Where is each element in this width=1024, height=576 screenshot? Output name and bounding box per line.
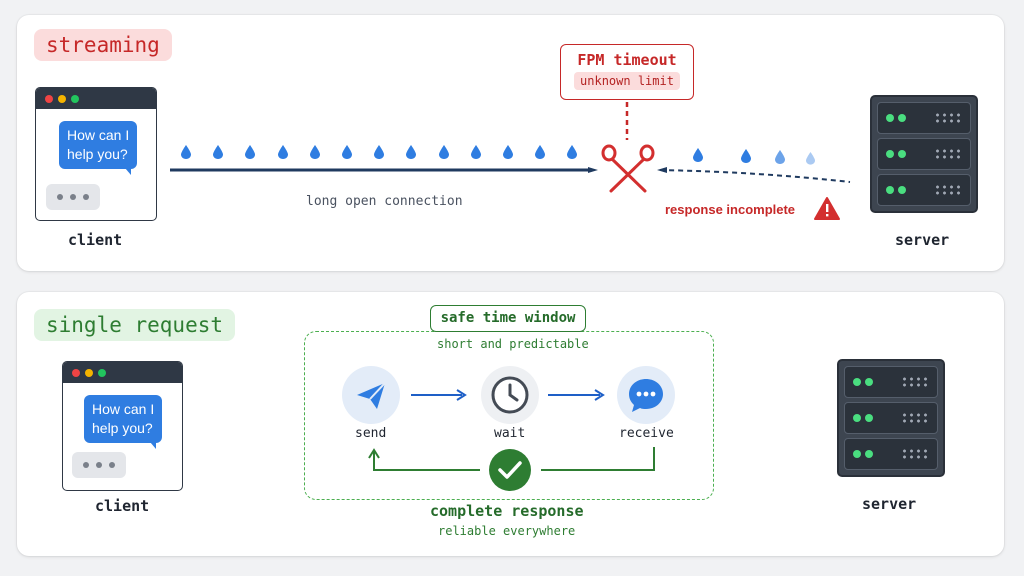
stream-drop-icon: [775, 150, 785, 169]
stream-drop-icon: [567, 145, 578, 164]
maximize-dot-icon: [71, 95, 79, 103]
typing-indicator-icon: [46, 184, 100, 210]
response-incomplete-label: response incomplete: [665, 202, 796, 217]
client-browser-window: How can I help you?: [62, 361, 183, 491]
server-caption: server: [895, 231, 950, 249]
stream-drop-icon: [277, 145, 288, 164]
stream-drop-icon: [470, 145, 481, 164]
server-rack-icon: [870, 95, 978, 213]
stream-drop-icon: [806, 152, 815, 170]
stream-drop-icon: [503, 145, 513, 164]
stream-drop-icon: [181, 145, 191, 164]
complete-response-title: complete response: [430, 502, 584, 520]
stream-drop-icon: [213, 145, 224, 164]
send-icon: [342, 366, 400, 424]
safe-time-window-title: safe time window: [430, 305, 586, 332]
server-rack-icon: [837, 359, 945, 477]
chat-bubble: How can I help you?: [84, 395, 163, 449]
stream-drop-icon: [309, 145, 320, 164]
stream-drop-icon: [245, 145, 256, 164]
step-label-wait: wait: [494, 426, 526, 441]
client-caption: client: [68, 231, 123, 249]
streaming-panel: [17, 15, 1004, 271]
connection-label: long open connection: [306, 194, 463, 209]
stream-drop-icon: [693, 148, 703, 167]
fpm-timeout-subtitle: unknown limit: [574, 72, 680, 90]
step-label-receive: receive: [619, 426, 674, 441]
typing-indicator-icon: [72, 452, 126, 478]
streaming-tag: streaming: [34, 29, 172, 61]
maximize-dot-icon: [98, 369, 106, 377]
client-caption: client: [95, 497, 150, 515]
close-dot-icon: [45, 95, 53, 103]
browser-title-bar: [63, 362, 182, 383]
stream-drop-icon: [438, 145, 449, 164]
stream-drop-icon: [406, 145, 417, 164]
complete-response-subtitle: reliable everywhere: [438, 524, 576, 538]
browser-title-bar: [36, 88, 156, 109]
stream-drop-icon: [535, 145, 546, 164]
close-dot-icon: [72, 369, 80, 377]
chat-bubble: How can I help you?: [59, 121, 138, 175]
step-label-send: send: [355, 426, 387, 441]
stream-drop-icon: [374, 145, 385, 164]
server-caption: server: [862, 495, 917, 513]
stream-drop-icon: [741, 149, 751, 168]
clock-icon: [481, 366, 539, 424]
chat-icon: [617, 366, 675, 424]
stream-drop-icon: [342, 145, 352, 164]
safe-time-window-subtitle: short and predictable: [437, 337, 589, 351]
minimize-dot-icon: [85, 369, 93, 377]
single-request-tag: single request: [34, 309, 236, 341]
fpm-timeout-title: FPM timeout: [577, 51, 677, 69]
minimize-dot-icon: [58, 95, 66, 103]
fpm-timeout-box: FPM timeout unknown limit: [560, 44, 694, 100]
client-browser-window: How can I help you?: [35, 87, 157, 221]
